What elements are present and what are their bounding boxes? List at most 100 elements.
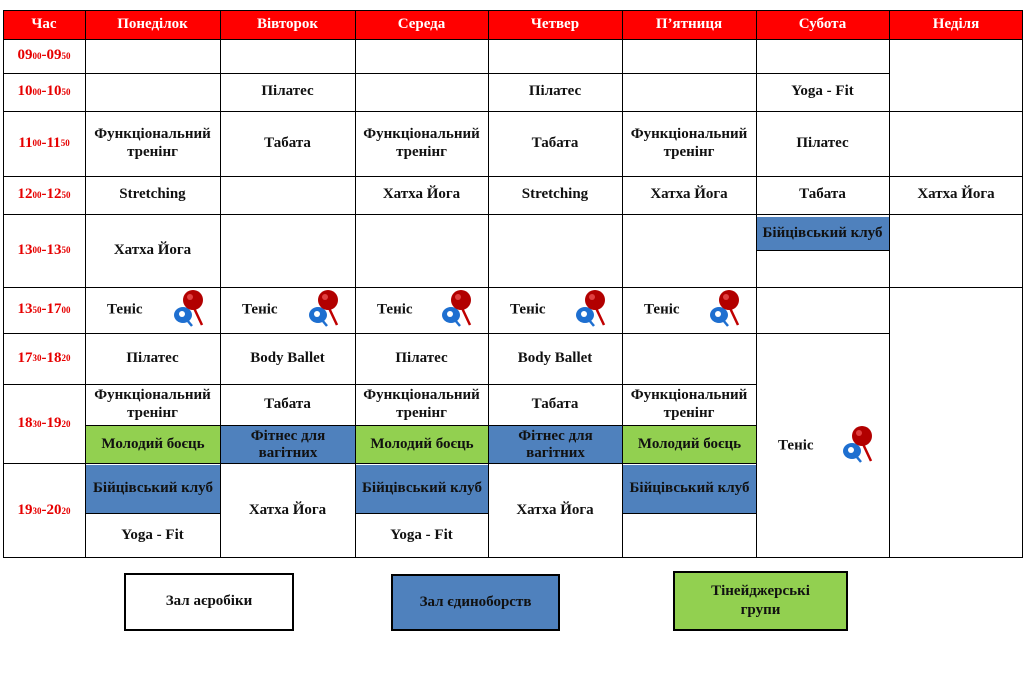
class-cell-martial: Бійцівський клуб bbox=[756, 217, 889, 250]
grid-line bbox=[3, 333, 889, 334]
header-time: Час bbox=[3, 10, 85, 39]
class-cell: Хатха Йога bbox=[650, 186, 728, 203]
grid-line bbox=[756, 250, 889, 251]
header-day-tuesday: Вівторок bbox=[220, 10, 355, 39]
class-cell-tennis: Теніс bbox=[622, 287, 756, 333]
class-cell-martial: Бійцівський клуб bbox=[86, 465, 220, 513]
grid-line bbox=[3, 557, 1023, 558]
grid-line bbox=[220, 10, 221, 558]
legend-teen-groups: Тінейджерські групи bbox=[673, 571, 848, 631]
class-cell-tennis: Теніс bbox=[756, 333, 889, 558]
grid-line bbox=[3, 463, 756, 464]
grid-line bbox=[756, 10, 757, 558]
grid-line bbox=[3, 176, 1023, 177]
header-day-sunday: Неділя bbox=[889, 10, 1023, 39]
class-cell: Пілатес bbox=[261, 83, 314, 100]
class-cell: Stretching bbox=[119, 186, 186, 203]
header-day-wednesday: Середа bbox=[355, 10, 488, 39]
class-cell-martial: Бійцівський клуб bbox=[356, 465, 488, 513]
class-cell: Табата bbox=[799, 186, 846, 203]
class-cell: Yoga - Fit bbox=[121, 526, 184, 543]
grid-line bbox=[1022, 10, 1023, 558]
day-label: Неділя bbox=[932, 15, 980, 32]
grid-line bbox=[355, 10, 356, 558]
day-label: Понеділок bbox=[117, 15, 188, 32]
class-cell: Body Ballet bbox=[517, 349, 593, 366]
class-cell-teen: Молодий боєць bbox=[86, 426, 220, 463]
header-day-monday: Понеділок bbox=[85, 10, 220, 39]
grid-line bbox=[3, 214, 1023, 215]
grid-line bbox=[355, 513, 488, 514]
class-cell: Stretching bbox=[521, 186, 589, 203]
class-cell-teen: Молодий боєць bbox=[623, 426, 756, 463]
class-cell: Табата bbox=[264, 395, 311, 412]
class-cell: Пілатес bbox=[395, 349, 448, 366]
header-day-thursday: Четвер bbox=[488, 10, 622, 39]
grid-line bbox=[3, 287, 1023, 288]
class-cell: Пілатес bbox=[126, 349, 179, 366]
class-cell-tennis: Теніс bbox=[220, 287, 355, 333]
grid-line bbox=[3, 384, 756, 385]
class-cell: Хатха Йога bbox=[917, 186, 995, 203]
header-day-saturday: Субота bbox=[756, 10, 889, 39]
grid-line bbox=[3, 73, 889, 74]
day-label: Вівторок bbox=[256, 15, 319, 32]
grid-line bbox=[3, 39, 1023, 40]
class-cell-teen: Молодий боєць bbox=[356, 426, 488, 463]
day-label: П’ятниця bbox=[655, 15, 723, 32]
legend-label: Тінейджерські bbox=[711, 582, 810, 599]
legend-aerobics-hall: Зал аєробіки bbox=[124, 573, 294, 631]
table-tennis-rackets-icon bbox=[843, 425, 873, 463]
class-cell: Пілатес bbox=[528, 83, 582, 100]
grid-line bbox=[488, 10, 489, 558]
grid-line bbox=[622, 10, 623, 558]
class-cell: Yoga - Fit bbox=[390, 526, 453, 543]
grid-line bbox=[85, 10, 86, 558]
table-tennis-rackets-icon bbox=[576, 290, 606, 327]
class-cell: Пілатес bbox=[796, 134, 849, 151]
grid-line bbox=[3, 10, 1023, 11]
class-cell: Хатха Йога bbox=[113, 241, 192, 258]
class-cell: Yoga - Fit bbox=[791, 83, 854, 100]
table-tennis-rackets-icon bbox=[442, 290, 472, 327]
class-cell: Body Ballet bbox=[250, 349, 325, 366]
class-cell: Хатха Йога bbox=[382, 186, 461, 203]
grid-line bbox=[3, 10, 4, 558]
class-cell: Хатха Йога bbox=[516, 502, 594, 519]
legend-martial-arts-hall: Зал єдиноборств bbox=[391, 574, 560, 631]
class-cell-tennis: Теніс bbox=[355, 287, 488, 333]
class-cell: Хатха Йога bbox=[248, 502, 327, 519]
header-day-friday: П’ятниця bbox=[622, 10, 756, 39]
day-label: Середа bbox=[397, 15, 446, 32]
legend-label: групи bbox=[740, 602, 781, 618]
class-cell-tennis: Теніс bbox=[85, 287, 220, 333]
grid-line bbox=[622, 513, 756, 514]
class-cell: Табата bbox=[531, 395, 579, 412]
day-label: Субота bbox=[798, 15, 847, 32]
grid-line bbox=[85, 513, 220, 514]
day-label: Четвер bbox=[530, 15, 580, 32]
schedule-table: Час Понеділок Вівторок Середа Четвер П’я… bbox=[3, 10, 1023, 558]
legend-label: Зал єдиноборств bbox=[419, 593, 532, 610]
header-time-label: Час bbox=[31, 15, 57, 32]
grid-line bbox=[3, 111, 1023, 112]
class-cell: Табата bbox=[264, 134, 311, 151]
table-tennis-rackets-icon bbox=[710, 290, 740, 327]
class-cell-martial: Бійцівський клуб bbox=[623, 465, 756, 513]
